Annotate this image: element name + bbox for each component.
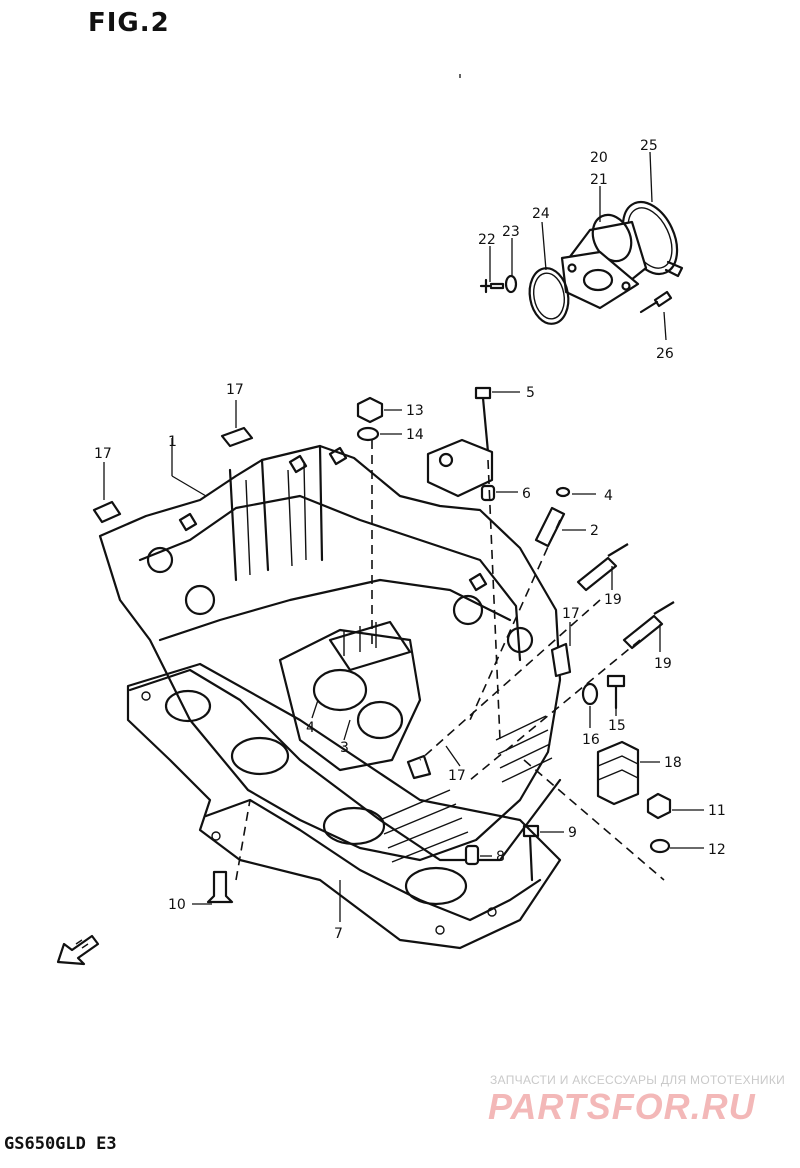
callout-24: 24 bbox=[532, 206, 550, 222]
callout-2: 2 bbox=[590, 523, 599, 539]
washer-16 bbox=[581, 682, 599, 706]
model-code: GS650GLD E3 bbox=[4, 1134, 117, 1154]
callout-10: 10 bbox=[168, 897, 186, 913]
dowel-8 bbox=[464, 844, 480, 866]
callout-14: 14 bbox=[406, 427, 424, 443]
callout-6: 6 bbox=[522, 486, 531, 502]
guide-2 bbox=[534, 506, 566, 548]
key-17a bbox=[220, 426, 254, 448]
callout-5: 5 bbox=[526, 385, 535, 401]
front-direction-arrow-icon bbox=[56, 934, 100, 966]
bolt-9 bbox=[522, 824, 540, 882]
callout-16: 16 bbox=[582, 732, 600, 748]
nut bbox=[356, 396, 384, 424]
bolt-10 bbox=[206, 870, 234, 904]
callout-9: 9 bbox=[568, 825, 577, 841]
callout-18: 18 bbox=[664, 755, 682, 771]
washer-12 bbox=[649, 838, 671, 854]
key-17c bbox=[550, 642, 572, 678]
washer-14 bbox=[356, 426, 380, 442]
callout-1: 1 bbox=[168, 434, 177, 450]
callout-7: 7 bbox=[334, 926, 343, 942]
o-ring bbox=[528, 267, 570, 325]
callout-17a: 17 bbox=[226, 382, 244, 398]
key-17d bbox=[406, 754, 432, 780]
callout-23: 23 bbox=[502, 224, 520, 240]
dowel-6 bbox=[480, 484, 496, 502]
clamp-screw bbox=[639, 290, 673, 314]
callout-26: 26 bbox=[656, 346, 674, 362]
callout-4b: 4 bbox=[604, 488, 613, 504]
callout-8: 8 bbox=[496, 849, 505, 865]
washer bbox=[504, 274, 518, 294]
callout-4a: 4 bbox=[306, 720, 315, 736]
callout-21: 21 bbox=[590, 172, 608, 188]
callout-3: 3 bbox=[340, 740, 349, 756]
bolt-15 bbox=[606, 674, 626, 710]
callout-17d: 17 bbox=[448, 768, 466, 784]
screw bbox=[479, 278, 505, 294]
callout-25: 25 bbox=[640, 138, 658, 154]
figure-title: FIG.2 bbox=[88, 8, 170, 38]
callout-15: 15 bbox=[608, 718, 626, 734]
spark-plug-lower bbox=[622, 601, 675, 650]
intake-pipe-assembly bbox=[479, 200, 684, 325]
bolt-5 bbox=[474, 386, 492, 454]
callout-19a: 19 bbox=[604, 592, 622, 608]
small-parts bbox=[92, 386, 675, 904]
callout-17b: 17 bbox=[94, 446, 112, 462]
spark-plug-upper bbox=[576, 543, 629, 592]
callout-17c: 17 bbox=[562, 606, 580, 622]
callout-13: 13 bbox=[406, 403, 424, 419]
watermark-tagline: ЗАПЧАСТИ И АКСЕССУАРЫ ДЛЯ МОТОТЕХНИКИ bbox=[490, 1073, 786, 1087]
callout-11: 11 bbox=[708, 803, 726, 819]
head-gasket bbox=[126, 662, 562, 950]
key-17b bbox=[92, 500, 122, 524]
cap-nuts-18 bbox=[596, 740, 640, 806]
watermark-brand: PARTSFOR.RU bbox=[488, 1086, 756, 1127]
callout-12: 12 bbox=[708, 842, 726, 858]
callout-22: 22 bbox=[478, 232, 496, 248]
cylinder-head bbox=[98, 444, 562, 950]
callout-20: 20 bbox=[590, 150, 608, 166]
nut-11 bbox=[646, 792, 672, 820]
callout-19b: 19 bbox=[654, 656, 672, 672]
